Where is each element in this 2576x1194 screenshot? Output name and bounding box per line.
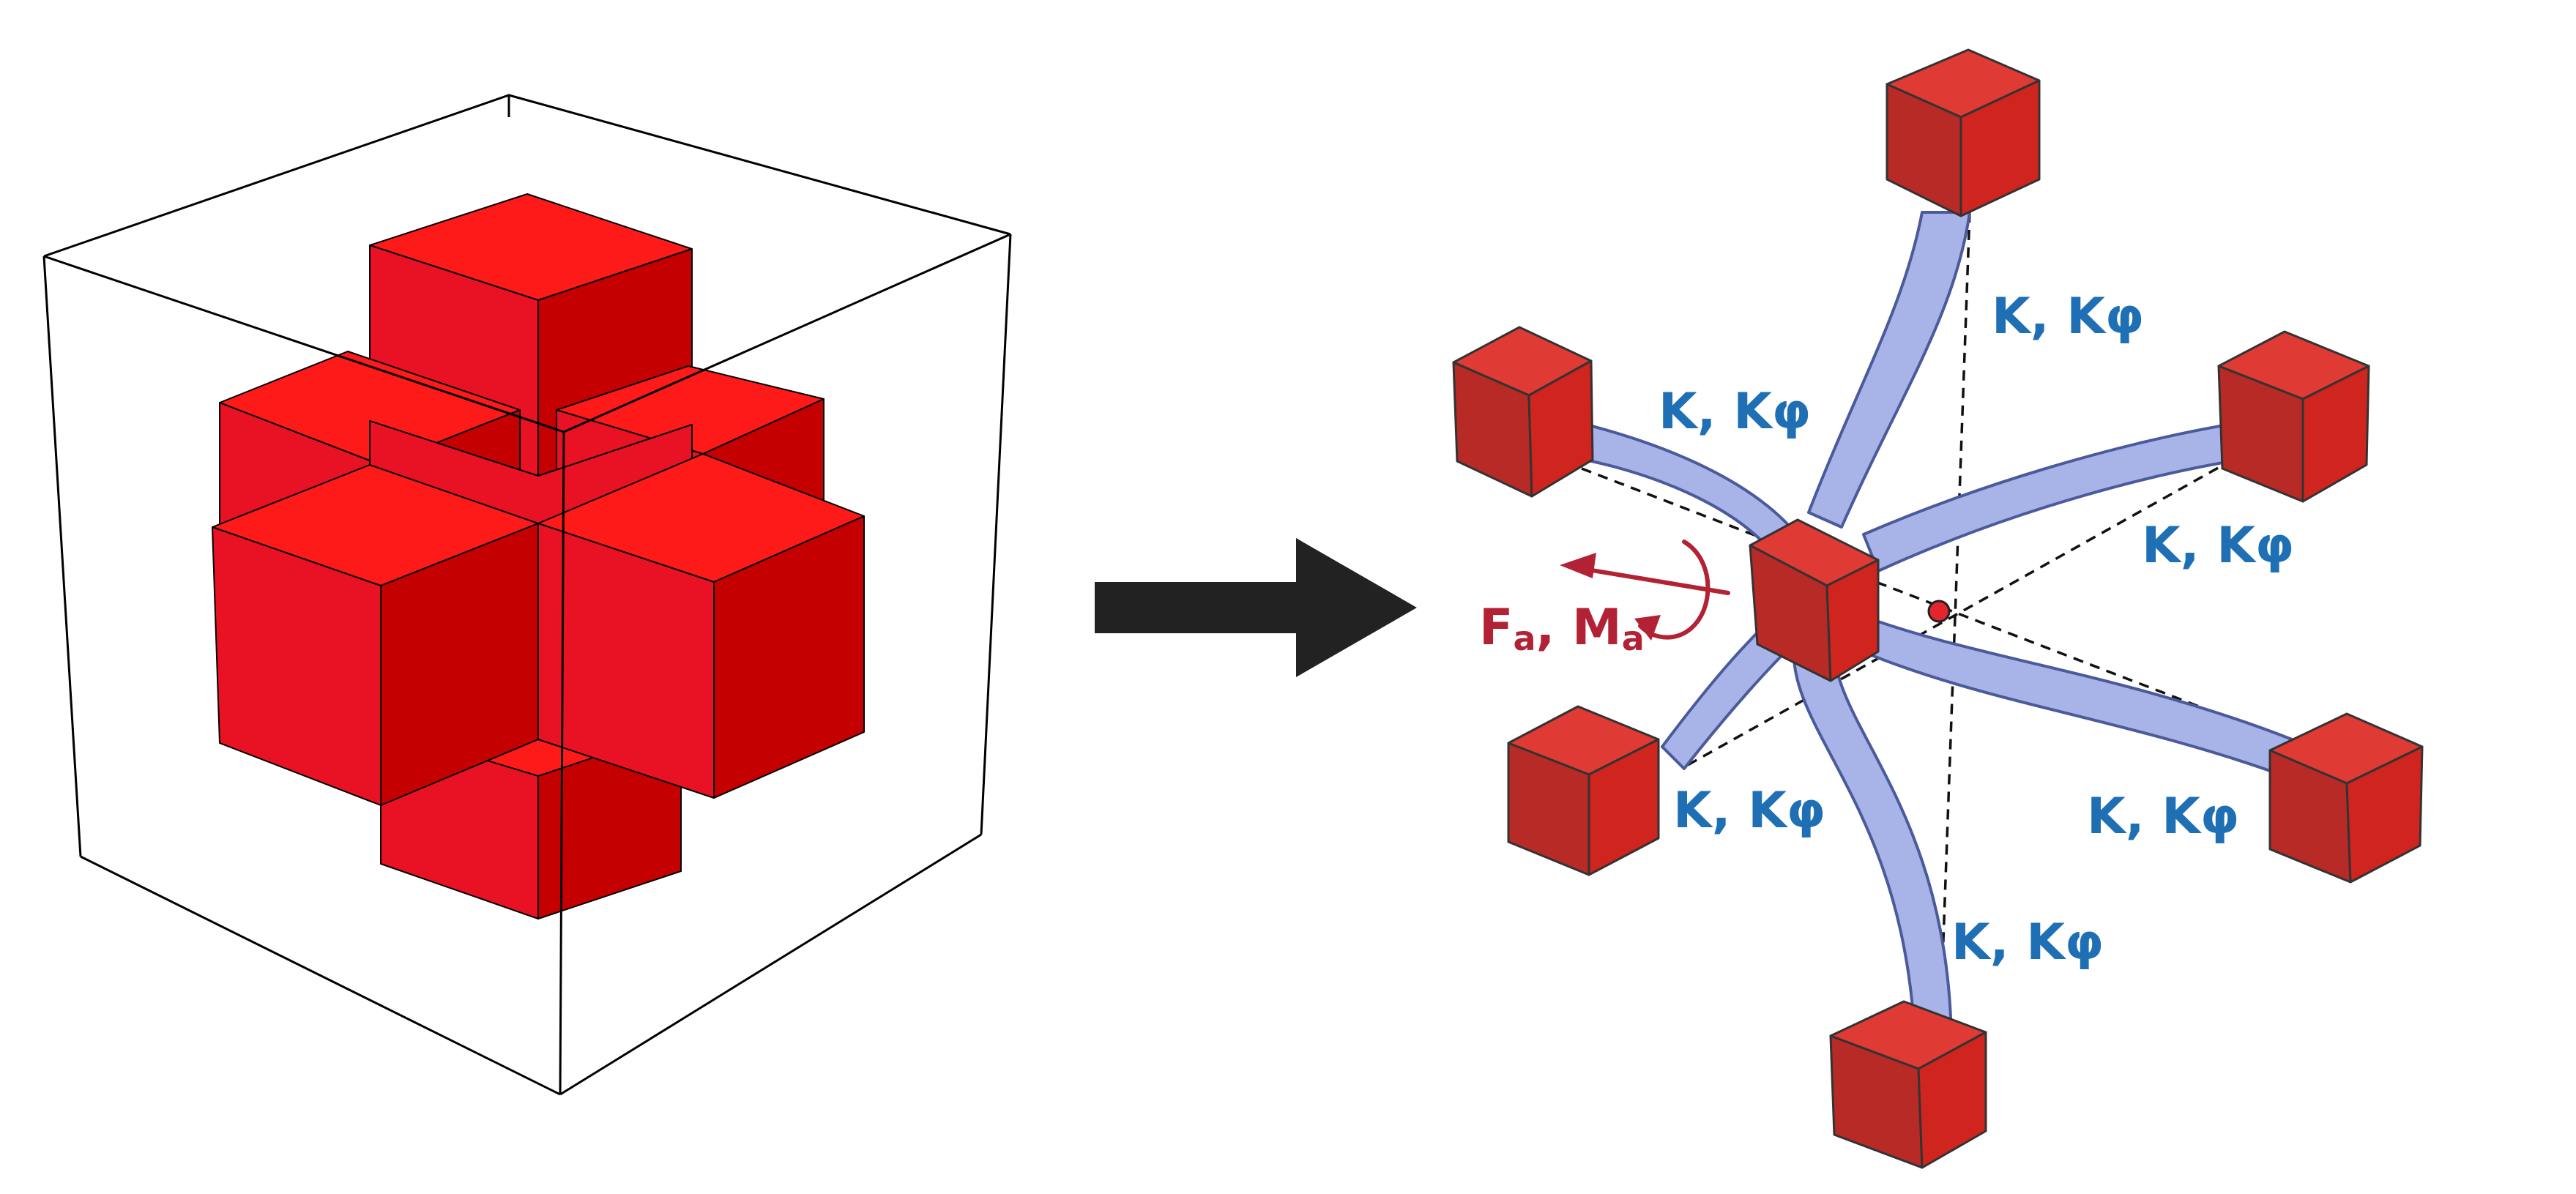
beam-label-upper-left: K, Kφ (1659, 383, 1811, 441)
beam-label-upper-right: K, Kφ (2142, 517, 2294, 575)
beam-lower-right (1844, 613, 2293, 777)
end-cube-top (1886, 48, 2041, 217)
beam-bottom (1792, 643, 1953, 1041)
end-cube-bottom (1829, 1000, 1987, 1169)
end-cube-lower-left (1507, 705, 1660, 876)
end-cube-upper-right (2217, 330, 2370, 503)
beam-label-bottom: K, Kφ (1951, 914, 2104, 971)
voxel-unit-cell (42, 94, 1012, 1096)
voxel-front-right (537, 453, 865, 799)
load-label: Fa, Ma (1479, 599, 1645, 658)
pivot-point (1927, 600, 1951, 623)
beam-label-lower-left: K, Kφ (1673, 782, 1825, 840)
beam-model: Fa, Ma K, Kφ K, Kφ K, Kφ K, Kφ K, Kφ K, … (1452, 48, 2424, 1169)
bounding-box-back (43, 94, 1011, 258)
transform-arrow (1095, 538, 1417, 677)
voxel-front-left (212, 464, 539, 806)
beams (1551, 211, 2293, 1041)
beam-label-top: K, Kφ (1992, 288, 2144, 346)
central-node (1749, 518, 1880, 682)
bounding-box-front (42, 233, 1012, 1096)
end-cube-upper-left (1452, 326, 1594, 498)
end-cube-lower-right (2268, 712, 2424, 884)
beam-label-lower-right: K, Kφ (2087, 788, 2239, 846)
beam-top (1807, 211, 1971, 529)
applied-load (1560, 540, 1730, 641)
